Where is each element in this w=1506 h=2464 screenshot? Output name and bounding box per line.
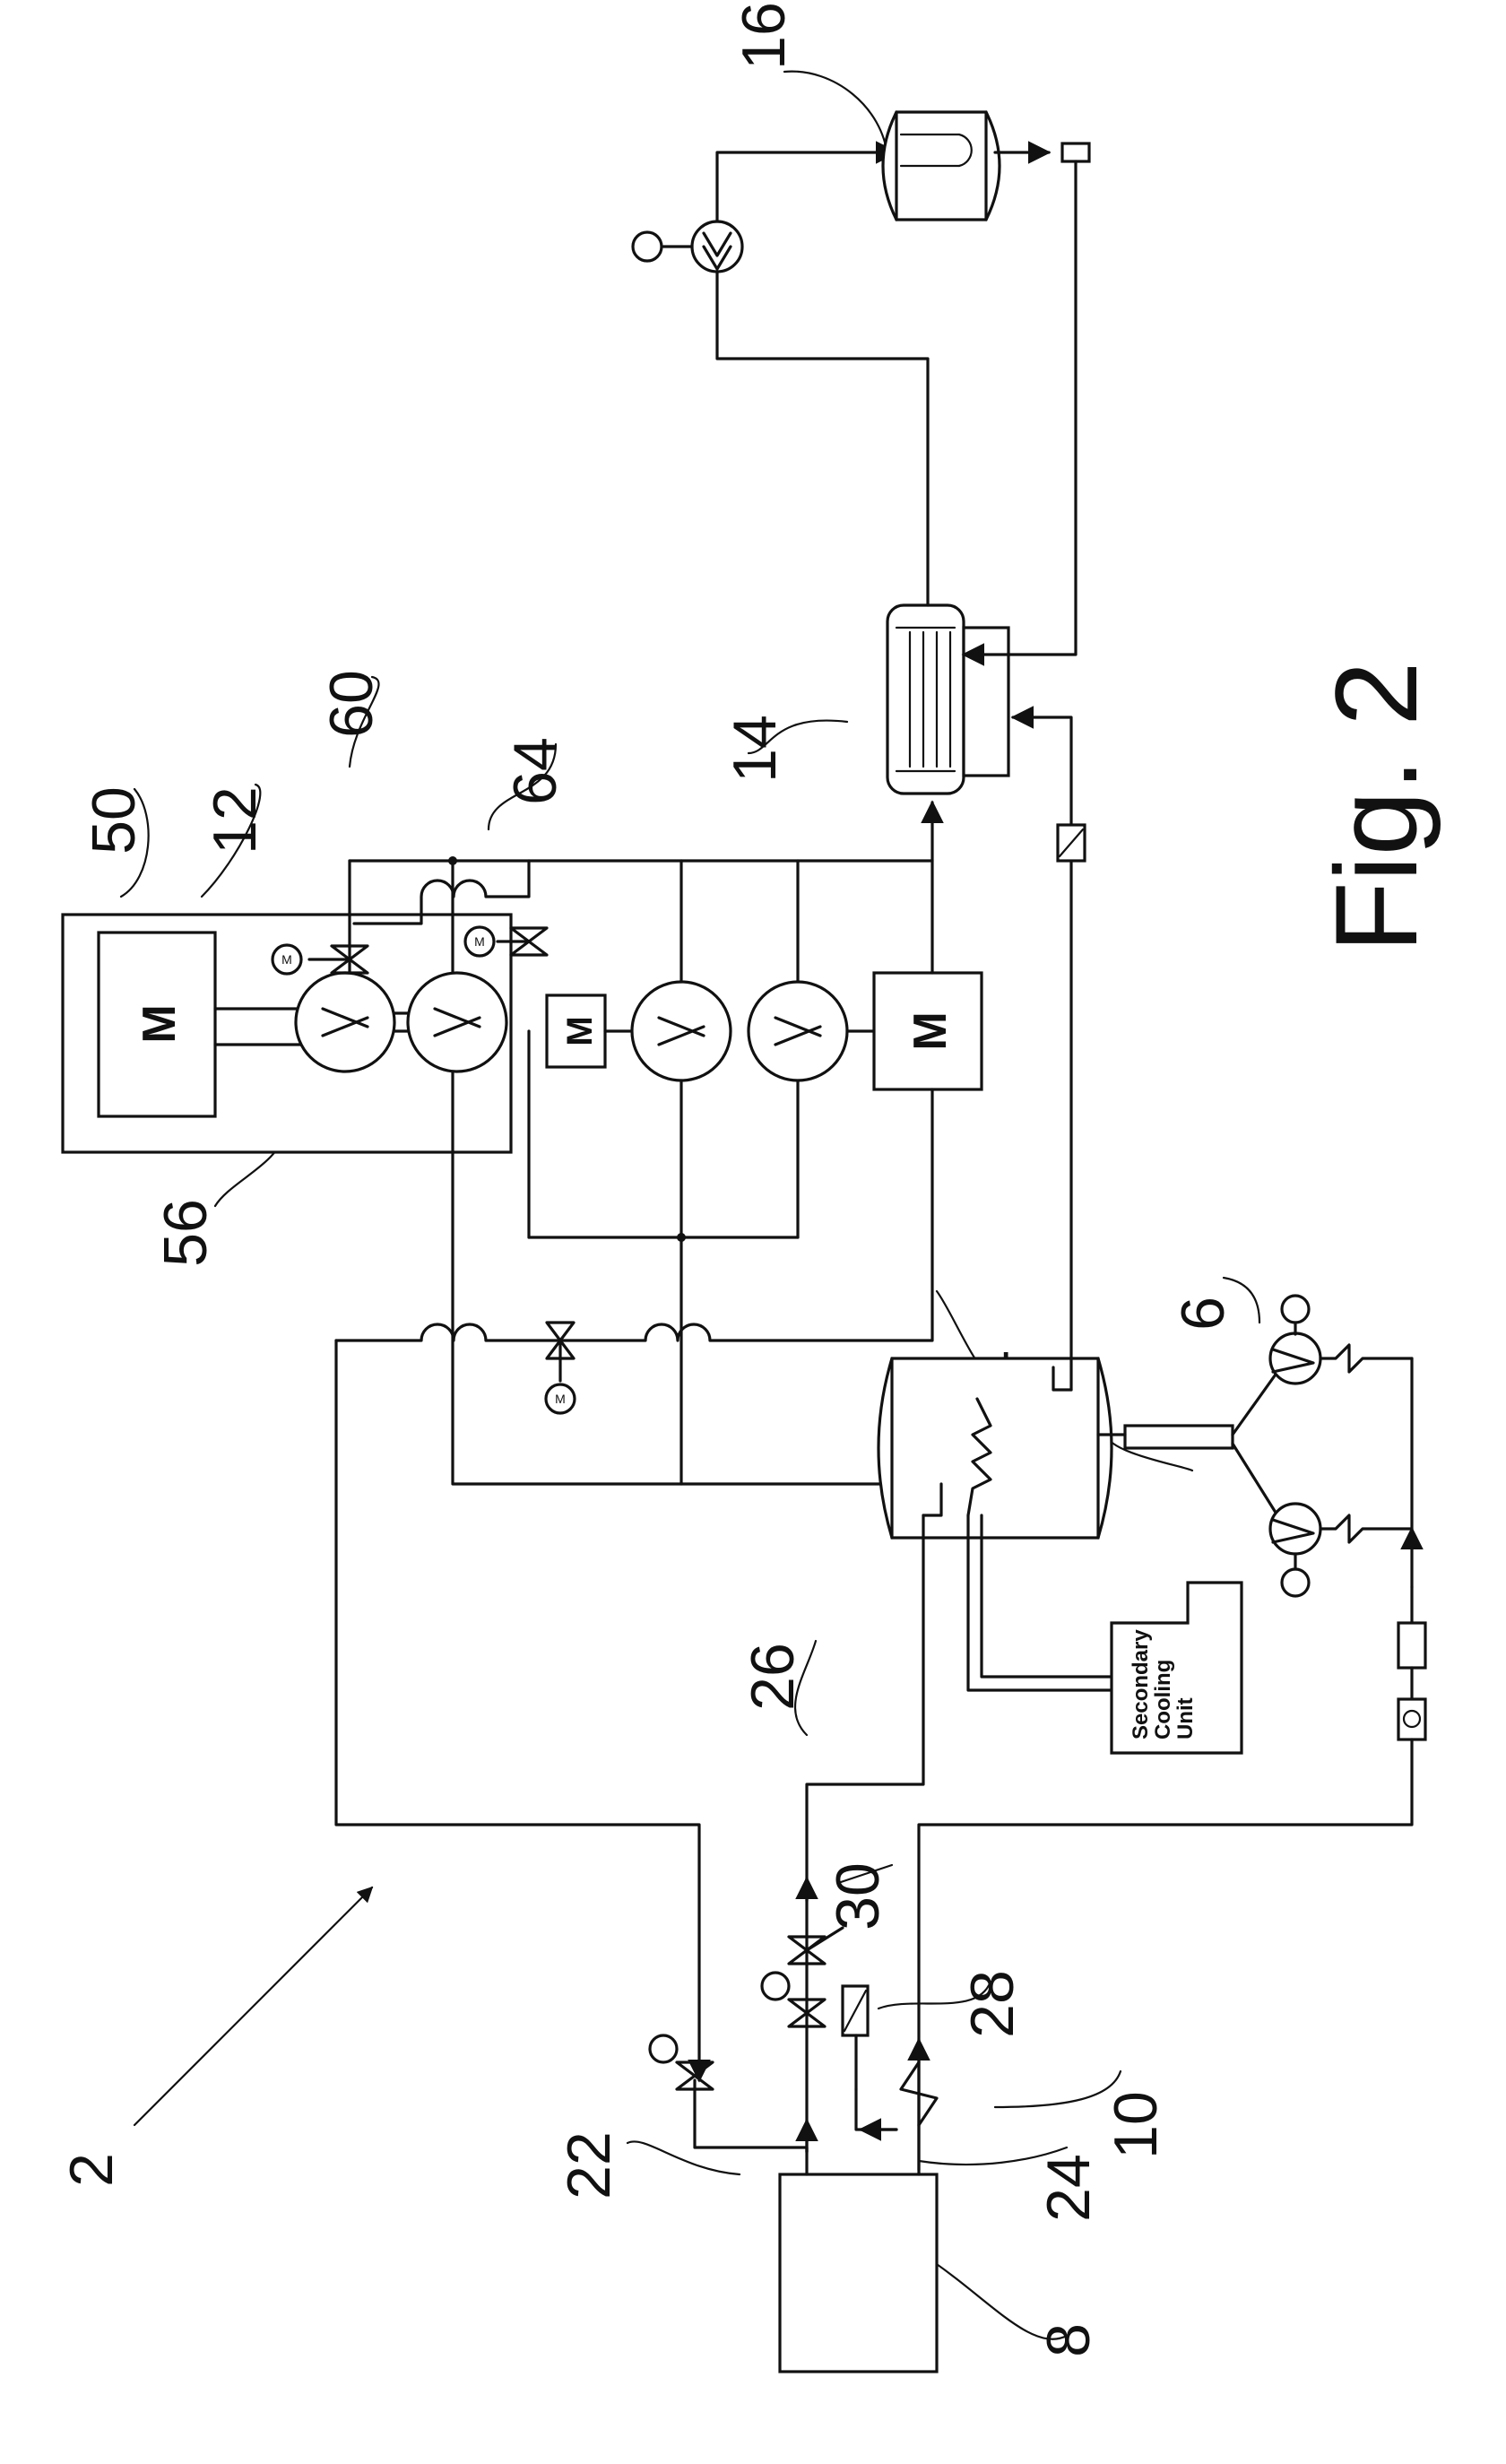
loop-16 — [631, 110, 1091, 666]
filter — [1397, 1621, 1427, 1670]
motor-50 — [97, 931, 217, 1118]
valve-26-line-gauge — [760, 1971, 791, 2001]
valve-30 — [787, 1926, 844, 1965]
ref-6a: 6 — [1169, 1297, 1237, 1331]
secondary-cooling-unit: Secondary Cooling Unit — [1110, 1581, 1243, 1755]
ref-30: 30 — [824, 1862, 892, 1930]
secondary-cooling-label-3: Unit — [1173, 1697, 1198, 1740]
motor-large-label: M — [904, 1011, 956, 1050]
ref-56: 56 — [151, 1199, 220, 1267]
ref-22: 22 — [555, 2131, 623, 2199]
valve-22-line — [648, 2034, 714, 2091]
compressor-piping — [334, 800, 944, 2083]
ref-2: 2 — [57, 2153, 126, 2187]
compressor-stage-b — [406, 971, 508, 1073]
leader-lines — [119, 70, 1261, 2340]
valve-22-line-gauge — [648, 2034, 679, 2064]
secondary-cooling-label-2: Cooling — [1151, 1660, 1175, 1740]
valve-26-line — [760, 1971, 827, 2028]
check-valve-10 — [899, 2061, 939, 2127]
ref-16: 16 — [730, 2, 798, 70]
ref-8: 8 — [1034, 2323, 1103, 2357]
ref-10: 10 — [1102, 2091, 1170, 2159]
valve-bypass-gauge — [544, 1383, 576, 1415]
reference-numerals: 2 8 22 24 10 28 30 26 4 6 6 56 50 12 60 … — [57, 2, 1237, 2357]
valve-upper-right: M — [463, 925, 549, 958]
sensor-28 — [841, 1984, 870, 2091]
loop-sensor — [1060, 142, 1091, 163]
motor-small-label: M — [560, 1016, 600, 1045]
valve-60-gauge-label: M — [281, 952, 292, 967]
compressor-middle-a — [630, 980, 732, 1082]
valve-upper-right-gauge-label: M — [474, 934, 485, 949]
figure-caption: Fig. 2 — [1311, 661, 1441, 952]
secondary-cooling-label-1: Secondary — [1129, 1629, 1153, 1740]
flow-meter — [1397, 1697, 1427, 1741]
loop-pump — [690, 220, 744, 273]
line-26 — [795, 1514, 925, 2154]
unit-8 — [693, 2037, 939, 2373]
motor-small — [545, 993, 607, 1069]
pump-upper-gauge — [1280, 1294, 1311, 1324]
pumps-6 — [917, 1294, 1427, 2172]
ref-64: 64 — [501, 737, 569, 805]
ref-24: 24 — [1034, 2154, 1103, 2222]
valve-bypass-gauge-label: M — [555, 1392, 566, 1406]
valve-bypass: M — [544, 1321, 576, 1415]
valve-60: M — [271, 943, 369, 976]
ref-60: 60 — [317, 670, 385, 738]
motor-50-label: M — [134, 1004, 186, 1043]
compressor-middle: M M — [545, 971, 983, 1091]
valve-upper-right-gauge — [463, 925, 496, 958]
motor-large — [872, 971, 983, 1091]
loop-pump-gauge — [631, 230, 663, 263]
valve-60-gauge — [271, 943, 303, 976]
pump-lower-gauge — [1280, 1567, 1311, 1598]
ref-14: 14 — [721, 715, 789, 783]
compressor-stage-a — [294, 971, 396, 1073]
ref-28: 28 — [958, 1970, 1026, 2038]
vessel-4 — [877, 1357, 1234, 1692]
ref-12: 12 — [201, 786, 269, 855]
compressor-middle-b — [747, 980, 849, 1082]
ref-50: 50 — [80, 786, 148, 855]
